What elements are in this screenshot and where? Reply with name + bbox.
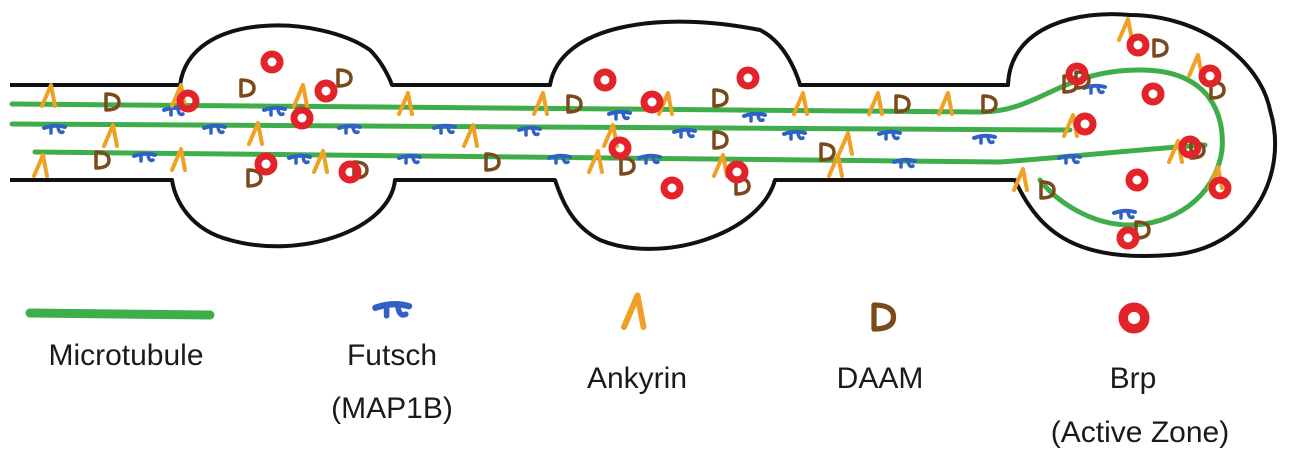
daam-marker: [239, 78, 256, 98]
brp-marker: [597, 72, 613, 88]
legend-item-brp: Brp (Active Zone): [1051, 302, 1229, 449]
futsch-marker: [337, 123, 362, 135]
futsch-icon: [372, 300, 413, 319]
futsch-marker: [287, 153, 312, 165]
brp-marker: [342, 164, 358, 180]
futsch-marker: [877, 129, 902, 141]
brp-marker: [318, 83, 334, 99]
brp-marker: [1129, 172, 1145, 188]
ankyrin-marker: [837, 131, 854, 156]
daam-marker: [336, 68, 353, 88]
futsch-marker: [397, 153, 422, 165]
brp-marker: [180, 93, 196, 109]
futsch-marker: [202, 123, 227, 135]
futsch-marker: [742, 111, 767, 123]
ankyrin-marker: [292, 83, 309, 108]
upper-membrane: [10, 12, 1278, 259]
brp-marker: [264, 54, 280, 70]
microtubule-strand-1: [9, 67, 1225, 228]
daam-marker: [104, 92, 121, 112]
brp-marker: [1202, 68, 1218, 84]
brp-icon: [1118, 302, 1150, 334]
legend-label-ankyrin: Ankyrin: [587, 362, 687, 395]
ankyrin-marker: [32, 153, 49, 178]
legend-label-microtubule: Microtubule: [48, 339, 203, 372]
brp-marker: [644, 94, 660, 110]
microtubule-strand-2: [9, 121, 1073, 133]
legend-label-futsch-sub: (MAP1B): [331, 392, 453, 425]
brp-marker: [740, 70, 756, 86]
ankyrin-marker: [397, 91, 414, 116]
ankyrin-icon: [621, 292, 647, 330]
membrane-outline: [10, 12, 1278, 259]
brp-marker: [258, 156, 274, 172]
futsch-marker: [1112, 208, 1137, 220]
neuron-diagram: [9, 12, 1278, 259]
brp-marker: [612, 140, 628, 156]
futsch-marker: [262, 105, 287, 117]
brp-marker: [1120, 230, 1136, 246]
legend-label-futsch: Futsch: [347, 339, 437, 372]
daam-marker: [712, 130, 729, 150]
brp-markers: [180, 37, 1228, 246]
legend-item-microtubule: Microtubule: [25, 308, 215, 372]
legend-label-brp-sub: (Active Zone): [1051, 416, 1229, 449]
futsch-marker: [42, 123, 67, 135]
brp-marker: [1145, 86, 1161, 102]
ankyrin-marker: [587, 149, 604, 174]
daam-marker: [712, 88, 729, 108]
brp-marker: [1077, 116, 1093, 132]
brp-marker: [1130, 37, 1146, 53]
futsch-marker: [782, 129, 807, 141]
legend-item-futsch: Futsch (MAP1B): [331, 300, 453, 425]
futsch-marker: [132, 151, 157, 163]
legend-label-daam: DAAM: [837, 362, 924, 395]
daam-marker: [819, 142, 836, 162]
daam-marker: [1152, 38, 1169, 58]
brp-marker: [729, 164, 745, 180]
legend-item-daam: DAAM: [837, 302, 924, 395]
futsch-marker: [432, 123, 457, 135]
brp-marker: [294, 110, 310, 126]
futsch-marker: [672, 127, 697, 139]
ankyrin-marker: [102, 123, 119, 148]
legend-item-ankyrin: Ankyrin: [587, 292, 687, 395]
futsch-marker: [972, 133, 997, 145]
microtubule-icon: [25, 308, 215, 320]
futsch-marker: [517, 125, 542, 137]
legend: Microtubule Futsch (MAP1B) Ankyrin DAAM …: [25, 292, 1229, 449]
brp-marker: [664, 180, 680, 196]
futsch-marker: [607, 109, 632, 121]
daam-icon: [871, 302, 897, 332]
legend-label-brp: Brp: [1110, 362, 1157, 395]
